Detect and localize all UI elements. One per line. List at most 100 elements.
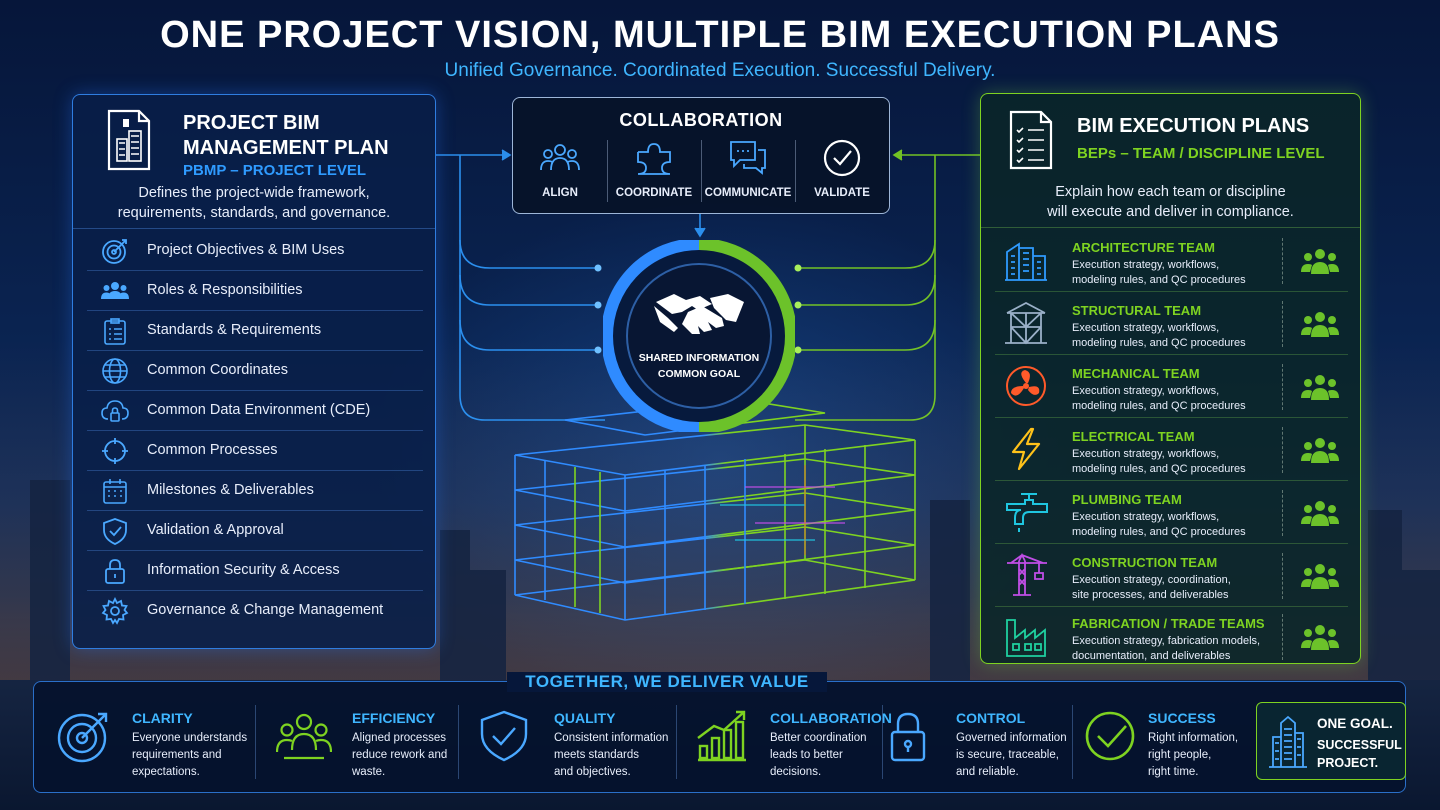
team-name: ELECTRICAL TEAM: [1072, 429, 1195, 444]
team-name: ARCHITECTURE TEAM: [1072, 240, 1215, 255]
cycle-icon: [102, 438, 128, 464]
value-desc-line1: Governed information: [956, 732, 1067, 744]
beps-subtitle: BEPs – TEAM / DISCIPLINE LEVEL: [1077, 145, 1325, 162]
calendar-icon: [103, 479, 127, 504]
team-name: MECHANICAL TEAM: [1072, 366, 1200, 381]
team-architecture: ARCHITECTURE TEAM Execution strategy, wo…: [995, 230, 1348, 292]
pbmp-title: PROJECT BIM MANAGEMENT PLAN: [183, 111, 389, 161]
team-desc-line1: Execution strategy, workflows,: [1072, 385, 1220, 397]
team-divider: [1282, 364, 1283, 410]
pbmp-item-processes: Common Processes: [87, 431, 423, 471]
pbmp-item-security: Information Security & Access: [87, 551, 423, 591]
value-desc-line3: and objectives.: [554, 766, 631, 778]
collaboration-title: COLLABORATION: [619, 110, 783, 130]
value-name: CONTROL: [956, 710, 1026, 726]
team-name: CONSTRUCTION TEAM: [1072, 555, 1218, 570]
handshake-icon: [654, 294, 744, 334]
value-description: Consistent information meets standards a…: [554, 730, 674, 781]
goal-line1: ONE GOAL.: [1317, 716, 1393, 731]
team-group-icon: [1301, 564, 1339, 589]
team-desc-line2: modeling rules, and QC procedures: [1072, 526, 1246, 538]
values-divider: [255, 705, 256, 779]
value-desc-line3: waste.: [352, 766, 386, 778]
value-quality: QUALITY Consistent information meets sta…: [478, 700, 668, 790]
value-name: EFFICIENCY: [352, 710, 436, 726]
pbmp-item-label: Validation & Approval: [147, 522, 284, 538]
one-goal-box: ONE GOAL. SUCCESSFUL PROJECT.: [1256, 702, 1406, 780]
team-name: PLUMBING TEAM: [1072, 492, 1182, 507]
team-plumbing: PLUMBING TEAM Execution strategy, workfl…: [995, 482, 1348, 544]
team-divider: [1282, 238, 1283, 284]
team-desc-line1: Execution strategy, workflows,: [1072, 259, 1220, 271]
lightning-icon: [1011, 427, 1041, 471]
value-desc-line1: Right information,: [1148, 732, 1239, 744]
lock-icon: [105, 559, 125, 584]
pbmp-item-label: Standards & Requirements: [147, 322, 322, 338]
team-description: Execution strategy, coordination, site p…: [1072, 573, 1287, 603]
pbmp-item-coordinates: Common Coordinates: [87, 351, 423, 391]
team-group-icon: [1301, 249, 1339, 274]
team-desc-line2: modeling rules, and QC procedures: [1072, 274, 1246, 286]
team-icon: [276, 713, 332, 760]
value-description: Everyone understands requirements and ex…: [132, 730, 252, 781]
factory-icon: [1006, 619, 1046, 657]
value-desc-line1: Consistent information: [554, 732, 669, 744]
value-efficiency: EFFICIENCY Aligned processes reduce rewo…: [276, 700, 456, 790]
cloud-lock-icon: [101, 400, 129, 422]
pbmp-item-cde: Common Data Environment (CDE): [87, 391, 423, 431]
globe-icon: [102, 358, 128, 384]
people-icon: [101, 282, 129, 299]
collab-item-align: ALIGN: [513, 138, 607, 204]
value-name: SUCCESS: [1148, 710, 1216, 726]
page-title: ONE PROJECT VISION, MULTIPLE BIM EXECUTI…: [160, 14, 1280, 56]
target-icon: [102, 239, 127, 264]
value-clarity: CLARITY Everyone understands requirement…: [56, 700, 247, 790]
team-desc-line2: site processes, and deliverables: [1072, 589, 1229, 601]
value-description: Aligned processes reduce rework and wast…: [352, 730, 472, 781]
pbmp-item-objectives: Project Objectives & BIM Uses: [87, 231, 423, 271]
pbmp-desc-line1: Defines the project-wide framework,: [138, 185, 370, 201]
team-description: Execution strategy, workflows, modeling …: [1072, 384, 1287, 414]
pbmp-item-label: Common Processes: [147, 442, 278, 458]
team-desc-line2: modeling rules, and QC procedures: [1072, 463, 1246, 475]
team-desc-line2: modeling rules, and QC procedures: [1072, 337, 1246, 349]
goal-line3: PROJECT.: [1317, 756, 1379, 770]
collab-label: COMMUNICATE: [704, 187, 792, 199]
value-control: CONTROL Governed information is secure, …: [880, 700, 1070, 790]
pbmp-header: PROJECT BIM MANAGEMENT PLAN PBMP – PROJE…: [73, 95, 435, 229]
shield-check-icon: [103, 518, 127, 545]
team-group-icon: [1301, 312, 1339, 337]
pbmp-title-line2: MANAGEMENT PLAN: [183, 137, 389, 159]
collab-divider: [607, 140, 608, 202]
fan-icon: [1006, 366, 1046, 406]
hub-label: SHARED INFORMATION COMMON GOAL: [628, 350, 770, 382]
shield-check-icon: [480, 710, 528, 762]
bim-building-illustration: [514, 399, 916, 621]
pbmp-item-label: Common Data Environment (CDE): [147, 402, 371, 418]
values-divider: [676, 705, 677, 779]
beps-header: BIM EXECUTION PLANS BEPs – TEAM / DISCIP…: [981, 94, 1360, 228]
pbmp-item-label: Information Security & Access: [147, 562, 340, 578]
collab-label: ALIGN: [542, 187, 578, 199]
value-desc-line2: meets standards: [554, 749, 640, 761]
value-description: Governed information is secure, traceabl…: [956, 730, 1076, 781]
pbmp-title-line1: PROJECT BIM: [183, 112, 320, 134]
pbmp-description: Defines the project-wide framework, requ…: [73, 183, 435, 223]
pbmp-item-standards: Standards & Requirements: [87, 311, 423, 351]
check-circle-icon: [823, 139, 861, 177]
collaboration-box: COLLABORATION ALIGN COORDINATE COMMUNICA…: [512, 97, 890, 214]
team-description: Execution strategy, workflows, modeling …: [1072, 258, 1287, 288]
value-desc-line3: and reliable.: [956, 766, 1019, 778]
check-circle-icon: [1085, 711, 1135, 761]
pbmp-item-label: Common Coordinates: [147, 362, 289, 378]
crane-icon: [1007, 553, 1047, 596]
team-electrical: ELECTRICAL TEAM Execution strategy, work…: [995, 419, 1348, 481]
gear-icon: [101, 597, 129, 625]
value-desc-line2: is secure, traceable,: [956, 749, 1059, 761]
skyscraper-icon: [1269, 715, 1307, 768]
pbmp-item-roles: Roles & Responsibilities: [87, 271, 423, 311]
pbmp-desc-line2: requirements, standards, and governance.: [117, 205, 391, 221]
team-structural: STRUCTURAL TEAM Execution strategy, work…: [995, 293, 1348, 355]
team-divider: [1282, 427, 1283, 473]
value-desc-line2: right people,: [1148, 749, 1212, 761]
